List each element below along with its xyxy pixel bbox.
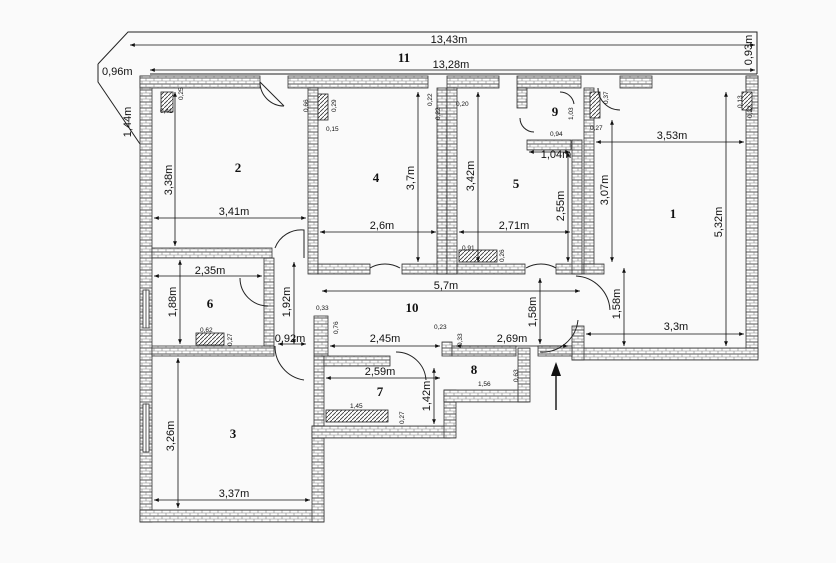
dim-room1-bottom-width: 3,3m	[664, 321, 688, 333]
note-013: 0,13	[737, 95, 744, 108]
dim-door6-height: 1,92m	[281, 287, 293, 318]
room-label-3: 3	[230, 426, 237, 441]
dim-room9-width: 1,04m	[541, 149, 572, 161]
dim-hall-left-width: 2,45m	[370, 333, 401, 345]
dim-hall-entry-height: 1,58m	[527, 297, 539, 328]
note-041: 0,41	[160, 108, 173, 115]
note-063: 0,63	[513, 369, 520, 382]
dimension-labels: 13,43m 13,28m 0,96m 1,44m 0,93m 3,41m 3,…	[102, 34, 755, 500]
dim-room1-left-height: 3,07m	[599, 175, 611, 206]
note-037: 0,37	[603, 91, 610, 104]
room-label-5: 5	[513, 176, 520, 191]
dim-balcony-depth: 1,44m	[122, 107, 134, 138]
dim-room3-width: 3,37m	[219, 488, 250, 500]
dim-room5-right-height: 2,55m	[555, 191, 567, 222]
room-label-6: 6	[207, 296, 214, 311]
dim-room4-width: 2,6m	[370, 220, 394, 232]
dim-room1-height: 5,32m	[713, 207, 725, 238]
note-026: 0,26	[499, 249, 506, 262]
note-062: 0,62	[200, 327, 213, 334]
dim-room2-width: 3,41m	[219, 206, 250, 218]
dim-room6-height: 1,88m	[167, 287, 179, 318]
note-027c: 0,27	[399, 411, 406, 424]
room-label-9: 9	[552, 104, 559, 119]
room-label-1: 1	[670, 206, 677, 221]
dim-room5-height: 3,42m	[465, 161, 477, 192]
room-label-7: 7	[377, 384, 384, 399]
inner-walls	[151, 87, 605, 427]
dim-room5-width: 2,71m	[499, 220, 530, 232]
note-094: 0,94	[550, 131, 563, 138]
note-033: 0,33	[316, 305, 329, 312]
small-annotations: 0,41 0,25 0,66 0,29 0,15 0,22 0,22 0,20 …	[160, 87, 754, 424]
dim-hall-door: 0,92m	[275, 333, 306, 345]
note-076: 0,76	[333, 321, 340, 334]
note-020: 0,20	[456, 101, 469, 108]
room-label-8: 8	[471, 362, 478, 377]
dim-room4-height: 3,7m	[405, 166, 417, 190]
dim-balcony-left: 0,96m	[102, 66, 133, 78]
dim-room6-width: 2,35m	[195, 265, 226, 277]
entrance-arrow-icon	[551, 362, 561, 410]
room-label-2: 2	[235, 160, 242, 175]
doors	[239, 81, 621, 381]
note-027b: 0,27	[227, 333, 234, 346]
room-label-10: 10	[406, 300, 419, 315]
note-022a: 0,22	[427, 93, 434, 106]
dim-room7-height: 1,42m	[421, 381, 433, 412]
note-033b: 0,33	[457, 333, 464, 346]
dim-room7-width: 2,59m	[365, 366, 396, 378]
dim-room1-lower-height: 1,58m	[611, 289, 623, 320]
dimension-lines	[130, 43, 755, 508]
dim-room1-top-width: 3,53m	[657, 130, 688, 142]
room-label-4: 4	[373, 170, 380, 185]
room-label-11: 11	[398, 50, 410, 65]
note-022c: 0,22	[747, 105, 754, 118]
room-labels: 11 2 4 5 9 1 6 10 7 8 3	[207, 50, 677, 441]
note-015: 0,15	[326, 126, 339, 133]
dim-room3-height: 3,26m	[165, 421, 177, 452]
dim-balcony-total: 13,43m	[431, 34, 468, 46]
windows	[142, 289, 150, 453]
note-103: 1,03	[568, 107, 575, 120]
balcony-outline	[97, 31, 758, 145]
dim-hall-width: 5,7m	[434, 280, 458, 292]
note-023: 0,23	[434, 324, 447, 331]
note-027a: 0,27	[590, 125, 603, 132]
dim-hall-right-width: 2,69m	[497, 333, 528, 345]
note-025: 0,25	[178, 87, 185, 100]
note-145: 1,45	[350, 403, 363, 410]
dim-room2-height: 3,38m	[163, 165, 175, 196]
note-029: 0,29	[331, 99, 338, 112]
note-066: 0,66	[303, 99, 310, 112]
note-091: 0,91	[462, 245, 475, 252]
note-156: 1,56	[478, 381, 491, 388]
dim-balcony-inner: 13,28m	[433, 59, 470, 71]
dim-balcony-right: 0,93m	[743, 35, 755, 66]
note-022b: 0,22	[435, 107, 442, 120]
